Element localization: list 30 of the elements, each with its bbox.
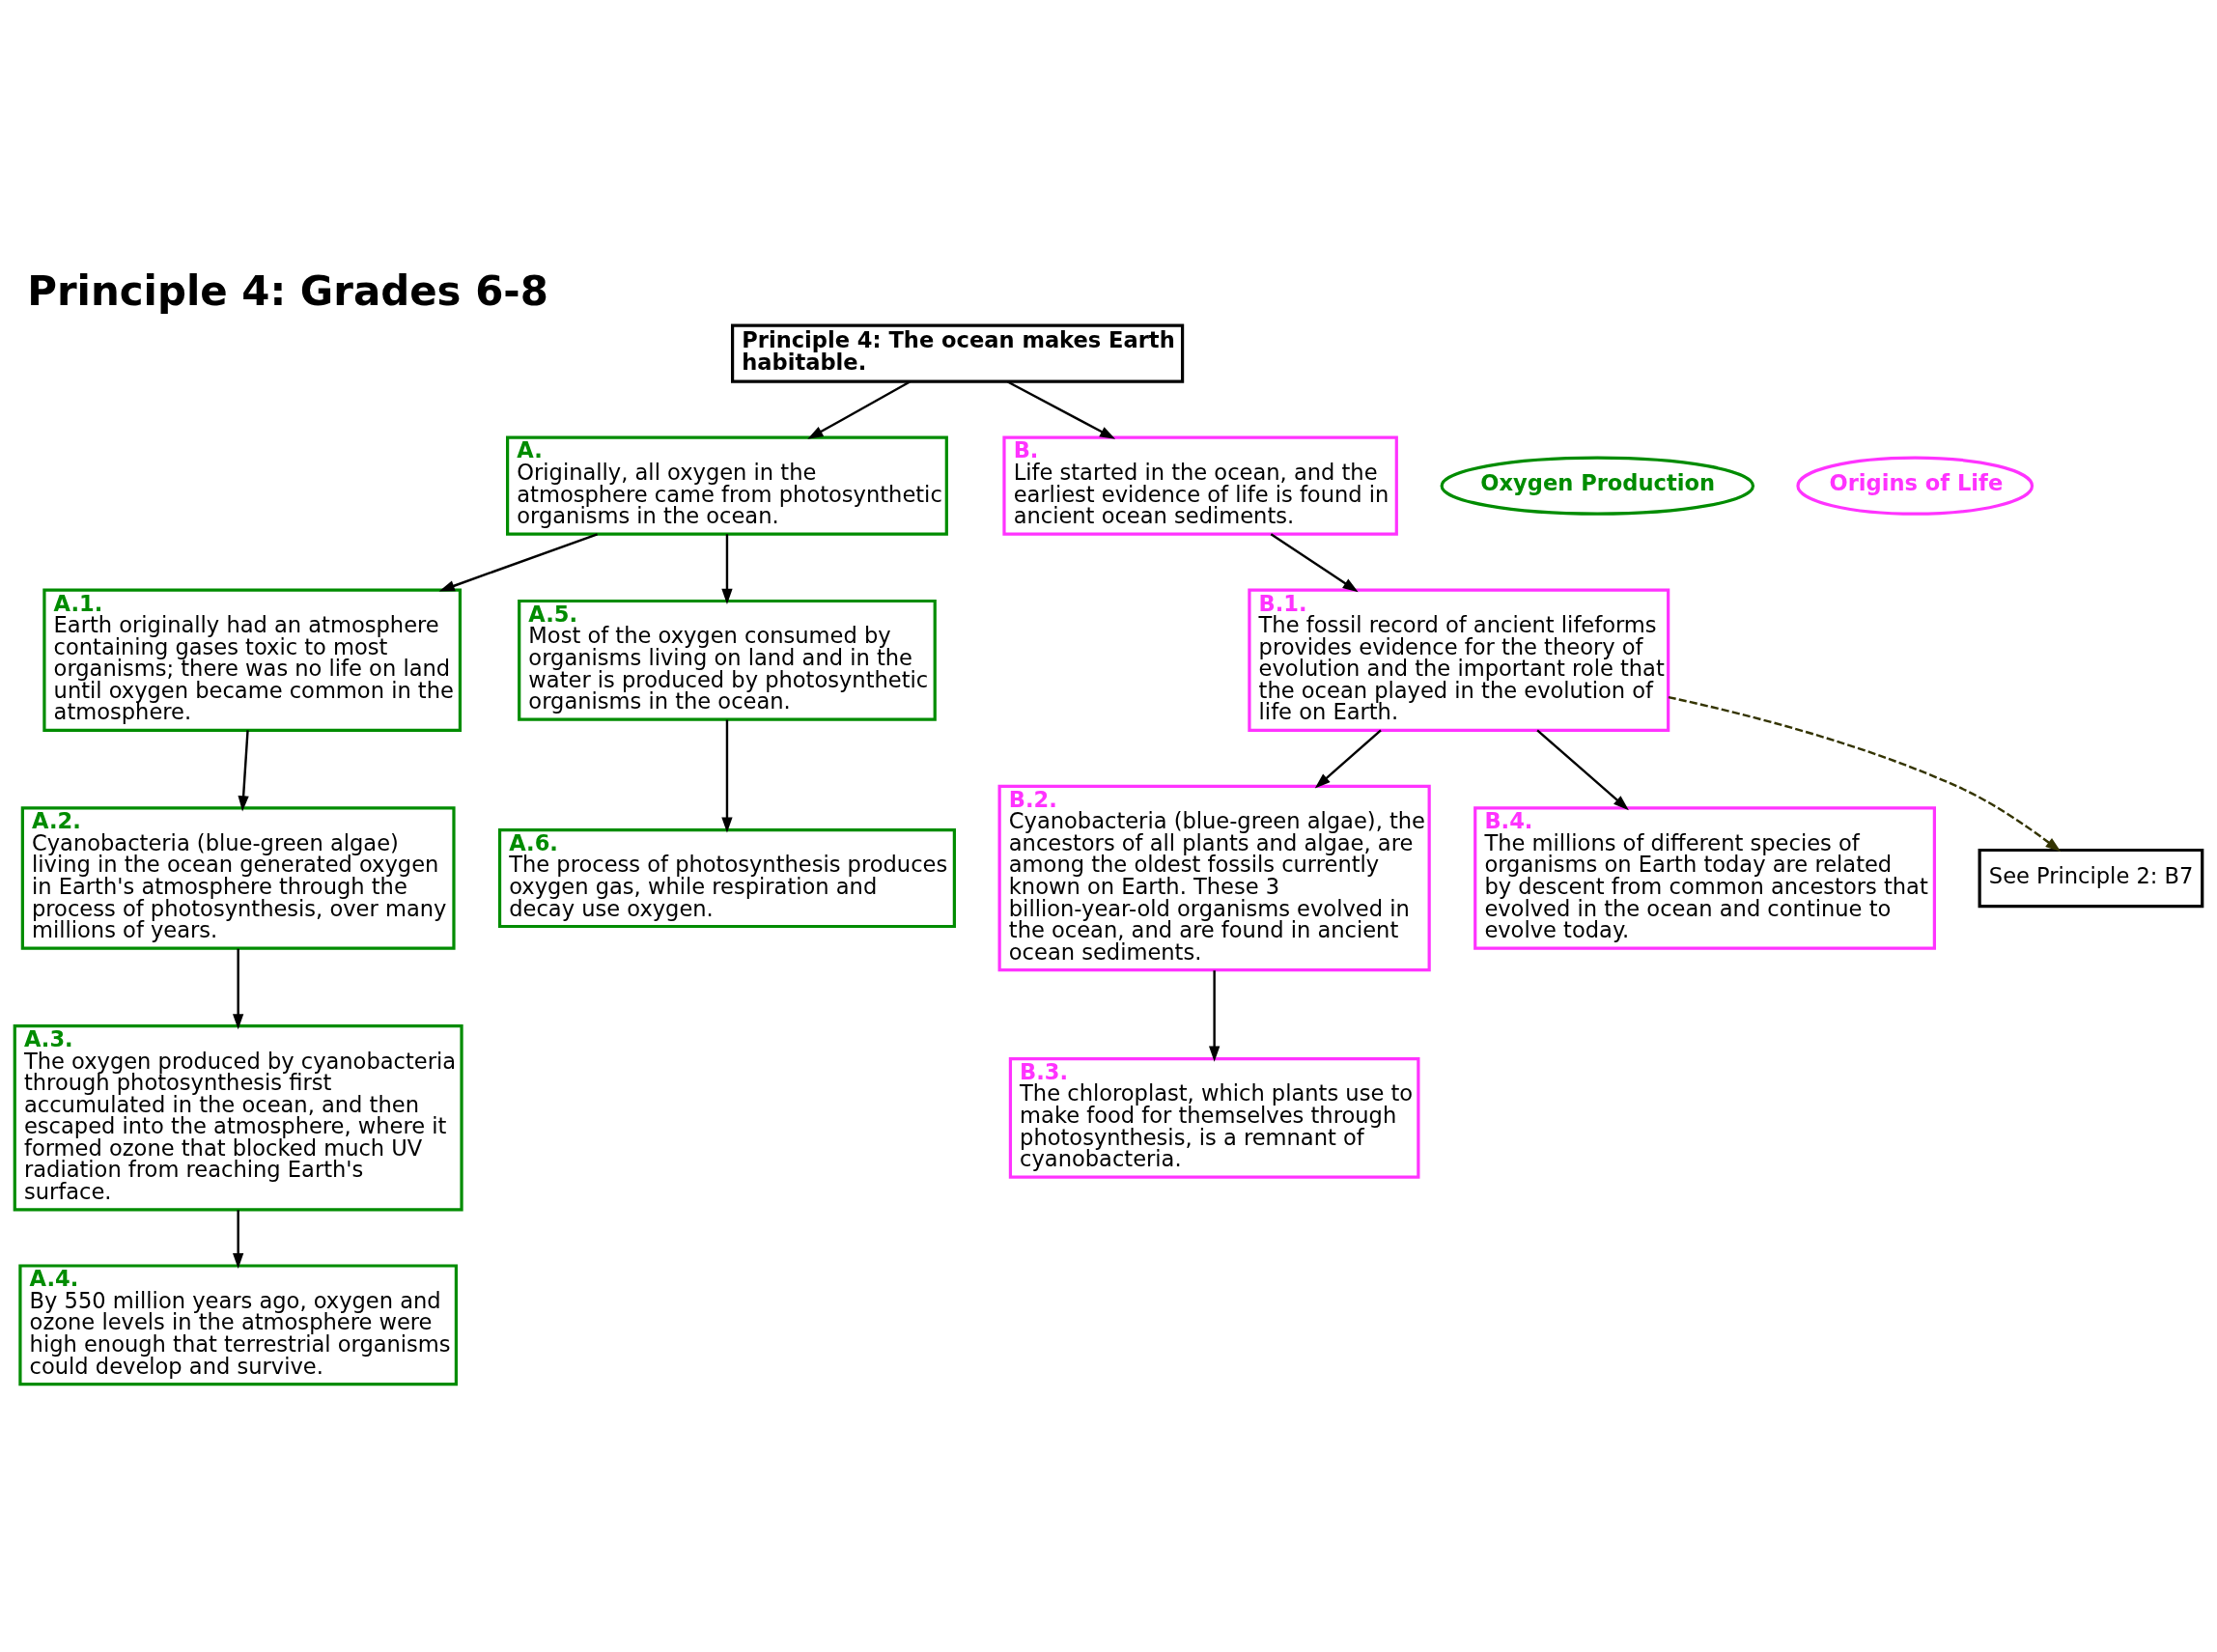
node-box: A.6. The process of photosynthesis produces oxygen gas, while respiration and decay use oxygen. — [497, 827, 956, 929]
node-box: A.2. Cyanobacteria (blue-green algae) living in the ocean generated oxygen in Earth's atmosphere through the process of photosynthesis, over many millions of years. — [20, 806, 456, 950]
node-box: B.1. The fossil record of ancient lifeforms provides evidence for the theory of evolution and the important role that the ocean played in the evolution of life on Earth. — [1248, 588, 1670, 732]
arrow — [721, 534, 733, 605]
arrow — [807, 380, 911, 439]
diagram-title: Principle 4: Grades 6-8 — [27, 266, 548, 315]
node-box: A.1. Earth originally had an atmosphere containing gases toxic to most organisms; there was no life on land until oxygen became common in the atmosphere. — [42, 588, 463, 732]
node-box: A.5. Most of the oxygen consumed by organisms living on land and in the water is produced by photosynthetic organisms in the ocean. — [518, 599, 937, 721]
arrow — [233, 948, 244, 1030]
arrow — [1314, 729, 1382, 789]
node-box: See Principle 2: B7 — [1978, 848, 2204, 909]
node-ellipse: Origins of Life — [1796, 456, 2035, 516]
arrow — [238, 730, 249, 812]
node-box: B.4. The millions of different species of organisms on Earth today are related by descent from common ancestors that evolved in the ocean and continue to evolve today. — [1473, 806, 1936, 950]
node-box: A. Originally, all oxygen in the atmosphere came from photosynthetic organisms in the ocean. — [506, 435, 948, 536]
arrow — [438, 533, 598, 592]
node-box: A.3. The oxygen produced by cyanobacteria through photosynthesis first accumulated in the ocean, and then escaped into the atmosphere, where it formed ozone that blocked much UV radiation from reaching Earth's surface. — [13, 1024, 463, 1212]
node-box: B. Life started in the ocean, and the earliest evidence of life is found in ancient ocean sediments. — [1002, 435, 1398, 536]
node-ellipse: Oxygen Production — [1440, 456, 1755, 516]
node-box: B.3. The chloroplast, which plants use to make food for themselves through photosynthesis, is a remnant of cyanobacteria. — [1008, 1056, 1420, 1179]
arrow — [1270, 533, 1359, 593]
node-box: B.2. Cyanobacteria (blue-green algae), the ancestors of all plants and algae, are among the oldest fossils currently known on Earth. These 3 billion-year-old organisms evolved in the ocean, and are found in ancient ocean sediments. — [997, 784, 1431, 972]
arrow — [721, 719, 733, 833]
arrow — [1209, 970, 1221, 1062]
arrow — [1007, 380, 1116, 439]
node-box: Principle 4: The ocean makes Earth habitable. — [731, 323, 1185, 383]
arrow — [1668, 695, 2062, 853]
arrow — [233, 1210, 244, 1270]
node-box: A.4. By 550 million years ago, oxygen and ozone levels in the atmosphere were high enough that terrestrial organisms could develop and survive. — [18, 1264, 458, 1386]
arrow — [1536, 729, 1629, 811]
